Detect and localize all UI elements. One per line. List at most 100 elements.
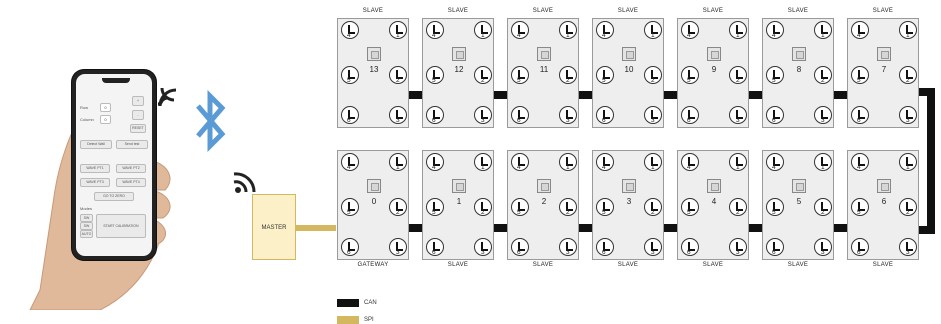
corner-number: 2 (736, 77, 740, 84)
corner-number: 6 (857, 249, 861, 256)
module-top-4: 9415263 (677, 18, 749, 128)
corner-number: 6 (432, 117, 436, 124)
corner-number: 2 (396, 209, 400, 216)
start-calibration-button[interactable]: START CALIBRATION (96, 214, 146, 238)
corner-number: 4 (772, 32, 776, 39)
reset-button[interactable]: RESET (130, 124, 146, 133)
corner-number: 2 (736, 209, 740, 216)
module-bottom-5: 5415263 (762, 150, 834, 260)
mode-button-2[interactable]: SW (80, 222, 93, 230)
can-link-top-0 (409, 91, 422, 99)
can-link-top-4 (749, 91, 762, 99)
corner-number: 1 (906, 164, 910, 171)
corner-number: 1 (821, 164, 825, 171)
corner-number: 4 (432, 32, 436, 39)
can-legend-swatch (337, 299, 359, 307)
corner-number: 3 (651, 249, 655, 256)
chip-icon (877, 47, 891, 61)
chip-icon (707, 179, 721, 193)
corner-number: 6 (347, 249, 351, 256)
corner-number: 4 (602, 164, 606, 171)
smartphone: Row 0 + Column 0 - RESET Detect Wall Sen… (72, 70, 156, 260)
corner-number: 3 (821, 249, 825, 256)
detect-wall-button[interactable]: Detect Wall (80, 140, 112, 149)
corner-number: 2 (481, 77, 485, 84)
chip-icon (452, 47, 466, 61)
corner-number: 5 (602, 209, 606, 216)
corner-number: 3 (651, 117, 655, 124)
minus-button[interactable]: - (132, 110, 144, 120)
corner-number: 1 (736, 164, 740, 171)
chip-icon (792, 179, 806, 193)
corner-number: 6 (432, 249, 436, 256)
module-bottom-6: 6415263 (847, 150, 919, 260)
send-test-button[interactable]: Send test (116, 140, 148, 149)
module-caption: SLAVE (847, 262, 919, 268)
module-caption: SLAVE (507, 262, 579, 268)
wave-pt2-button[interactable]: WAVE PT2 (116, 164, 146, 173)
can-loop-bottom (919, 226, 933, 234)
corner-number: 6 (517, 249, 521, 256)
wifi-icon (154, 78, 184, 108)
corner-number: 3 (396, 117, 400, 124)
mode-button-3[interactable]: AUTO (80, 230, 93, 238)
spi-legend-label: SPI (364, 317, 374, 323)
corner-number: 2 (566, 77, 570, 84)
column-label: Column (80, 117, 94, 122)
corner-number: 5 (347, 77, 351, 84)
corner-number: 5 (772, 209, 776, 216)
bluetooth-icon (192, 86, 230, 156)
corner-number: 2 (821, 209, 825, 216)
corner-number: 5 (857, 209, 861, 216)
corner-number: 2 (651, 209, 655, 216)
row-field[interactable]: 0 (100, 103, 111, 112)
corner-number: 5 (517, 209, 521, 216)
wave-pt1-button[interactable]: WAVE PT1 (80, 164, 110, 173)
corner-number: 4 (432, 164, 436, 171)
module-caption: SLAVE (422, 262, 494, 268)
corner-number: 3 (566, 117, 570, 124)
plus-button[interactable]: + (132, 96, 144, 106)
module-bottom-1: 1415263 (422, 150, 494, 260)
can-link-bottom-2 (579, 224, 592, 232)
module-top-5: 8415263 (762, 18, 834, 128)
go-to-zero-button[interactable]: GO TO ZERO (94, 192, 134, 201)
chip-icon (877, 179, 891, 193)
can-link-bottom-4 (749, 224, 762, 232)
corner-number: 3 (566, 249, 570, 256)
wave-pt4-button[interactable]: WAVE PT4 (116, 178, 146, 187)
row-label: Row (80, 105, 88, 110)
can-link-top-1 (494, 91, 507, 99)
corner-number: 5 (857, 77, 861, 84)
corner-number: 6 (602, 117, 606, 124)
corner-number: 4 (857, 32, 861, 39)
corner-number: 5 (347, 209, 351, 216)
corner-number: 5 (687, 77, 691, 84)
can-link-bottom-5 (834, 224, 847, 232)
corner-number: 3 (906, 117, 910, 124)
module-bottom-4: 4415263 (677, 150, 749, 260)
corner-number: 4 (687, 164, 691, 171)
chip-icon (707, 47, 721, 61)
wave-pt3-button[interactable]: WAVE PT3 (80, 178, 110, 187)
corner-number: 5 (772, 77, 776, 84)
corner-number: 2 (481, 209, 485, 216)
module-caption: SLAVE (592, 8, 664, 14)
master-wifi-icon (232, 168, 262, 196)
master-node: MASTER (252, 194, 296, 260)
corner-number: 1 (566, 32, 570, 39)
corner-number: 6 (347, 117, 351, 124)
can-loop-right (927, 88, 935, 234)
corner-number: 4 (347, 32, 351, 39)
corner-number: 2 (396, 77, 400, 84)
module-caption: SLAVE (592, 262, 664, 268)
corner-number: 1 (396, 164, 400, 171)
corner-number: 6 (687, 117, 691, 124)
mode-button-1[interactable]: SW (80, 214, 93, 222)
corner-number: 1 (651, 32, 655, 39)
column-field[interactable]: 0 (100, 115, 111, 124)
